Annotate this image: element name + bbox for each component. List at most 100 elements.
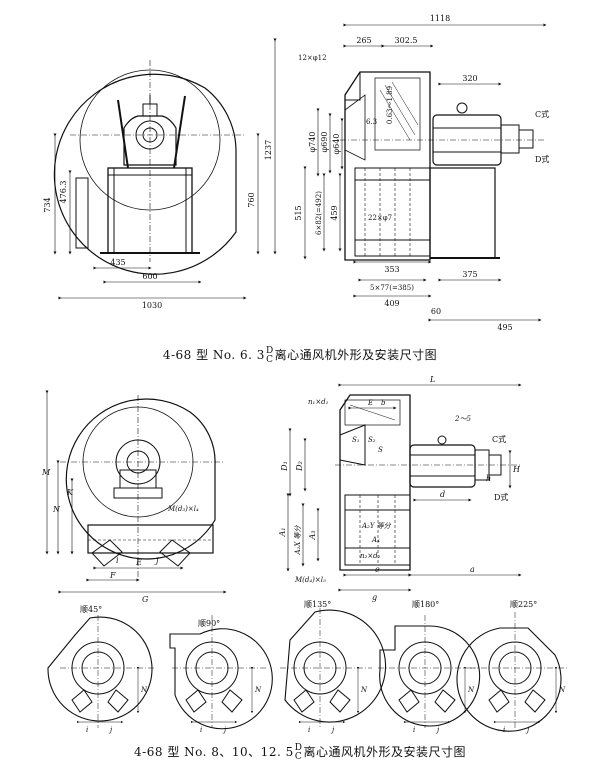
- dim-320: 320: [462, 74, 477, 83]
- dim-459: 459: [330, 205, 339, 220]
- dim-60: 60: [431, 307, 441, 316]
- label-e: e: [375, 565, 380, 574]
- dim-5x77: 5×77(=385): [370, 284, 414, 292]
- rot135-i: i: [308, 726, 310, 734]
- dim-409: 409: [384, 299, 399, 308]
- dim-22: 22×φ7: [368, 214, 392, 222]
- rot180-N: N: [467, 686, 475, 694]
- label-A1: A₁: [278, 528, 287, 538]
- dim-600: 600: [142, 272, 157, 281]
- dim-1118: 1118: [430, 14, 450, 23]
- label-S: S: [378, 446, 383, 454]
- rotation-135: [280, 608, 387, 728]
- label-H: H: [512, 465, 521, 474]
- rot135-j: j: [330, 726, 335, 734]
- label-range: 2～5: [454, 415, 471, 423]
- top-front-dim-labels: 734 476.3 760 1237 435 600 1030: [43, 140, 273, 310]
- dim-302: 302.5: [395, 36, 418, 45]
- rot180-i: i: [413, 726, 415, 734]
- label-b: b: [381, 399, 386, 407]
- label-A3: A₃: [308, 531, 317, 541]
- caption-top-frac-bottom: C: [266, 354, 274, 365]
- dim-760: 760: [247, 192, 256, 207]
- rotation-label-180: 顺180°: [412, 600, 439, 609]
- hole-spec: 12×φ12: [298, 54, 327, 62]
- dim-1237: 1237: [264, 140, 273, 160]
- rot90-j: j: [222, 726, 227, 734]
- dim-1030: 1030: [142, 301, 162, 310]
- bottom-front-view: [45, 390, 227, 594]
- label-N: N: [52, 505, 61, 514]
- drive-d-label: D式: [535, 154, 549, 164]
- label-g: g: [372, 593, 377, 602]
- dim-phi740: φ740: [308, 132, 317, 153]
- rot225-N: N: [558, 686, 566, 694]
- dim-265: 265: [356, 36, 371, 45]
- rot225-j: j: [525, 726, 530, 734]
- label-a: a: [470, 565, 475, 574]
- rotation-variants: [47, 608, 568, 732]
- caption-top-prefix: 4-68 型 No. 6. 3: [162, 348, 265, 362]
- dim-063: 0.63～1.89: [386, 86, 394, 124]
- rotation-labels: 顺45° 顺90° 顺135° 顺180° 顺225° N N N N N i …: [80, 600, 566, 734]
- drive-c-label: C式: [535, 109, 549, 119]
- dim-495: 495: [497, 323, 512, 332]
- rotation-45: [47, 615, 155, 728]
- dim-6x82: 6×82(=492): [315, 191, 323, 235]
- caption-top-frac-top: D: [265, 345, 274, 356]
- rotation-180: [378, 615, 481, 728]
- rot45-i: i: [86, 726, 88, 734]
- label-D2: D₂: [295, 461, 304, 472]
- rot90-N: N: [254, 686, 262, 694]
- drive-c-label-bottom: C式: [492, 434, 506, 444]
- label-G: G: [142, 595, 149, 604]
- rotation-label-225: 顺225°: [510, 600, 537, 609]
- dim-476: 476.3: [59, 181, 68, 204]
- bottom-side-dim-labels: L n₁×d₁ E b D₁ D₂ S₁ S₂ S 2～5 C式 D式 A₁ A…: [278, 375, 521, 602]
- bottom-front-dim-labels: M N K M(d₃)×l₄ E F G i j: [41, 468, 199, 604]
- rot135-N: N: [360, 686, 368, 694]
- caption-bottom-frac-top: D: [294, 742, 303, 753]
- dim-phi690: φ690: [320, 132, 329, 153]
- label-A2X: A₂X 等分: [294, 524, 302, 555]
- top-front-view: [53, 38, 277, 300]
- label-L: L: [429, 375, 435, 384]
- label-A4: A₄: [371, 536, 380, 544]
- label-S1: S₁: [352, 436, 360, 444]
- rotation-label-135: 顺135°: [304, 600, 331, 609]
- dim-353: 353: [384, 265, 399, 274]
- rot45-j: j: [108, 726, 113, 734]
- caption-bottom-suffix: 离心通风机外形及安装尺寸图: [303, 745, 466, 759]
- dim-phi640: φ640: [332, 134, 341, 155]
- bottom-side-view: [286, 383, 522, 592]
- label-D1: D₁: [280, 461, 289, 472]
- rotation-label-90: 顺90°: [198, 619, 220, 628]
- label-E-side: E: [367, 399, 373, 407]
- rotation-225: [456, 612, 568, 732]
- caption-bottom-prefix: 4-68 型 No. 8、10、12. 5: [134, 745, 294, 759]
- dim-63: 6.3: [366, 118, 377, 126]
- rot225-i: i: [503, 726, 505, 734]
- label-n1d1: n₁×d₁: [308, 398, 329, 406]
- label-M: M: [41, 468, 51, 477]
- caption-bottom-frac-bottom: C: [294, 751, 303, 762]
- rotation-label-45: 顺45°: [80, 605, 102, 614]
- label-Md: M(d₃)×l₄: [167, 505, 199, 513]
- drive-d-label-bottom: D式: [494, 492, 508, 502]
- label-d: d: [440, 490, 445, 499]
- caption-top-suffix: 离心通风机外形及安装尺寸图: [274, 348, 438, 362]
- label-F: F: [109, 571, 116, 580]
- rot90-i: i: [200, 726, 202, 734]
- label-S2: S₂: [368, 436, 376, 444]
- dim-435: 435: [110, 258, 125, 267]
- label-n2d2: n₂×d₂: [360, 552, 381, 560]
- dim-734: 734: [43, 197, 52, 212]
- rot45-N: N: [140, 686, 148, 694]
- rotation-90: [169, 615, 273, 730]
- rot180-j: j: [435, 726, 440, 734]
- dim-375: 375: [462, 270, 477, 279]
